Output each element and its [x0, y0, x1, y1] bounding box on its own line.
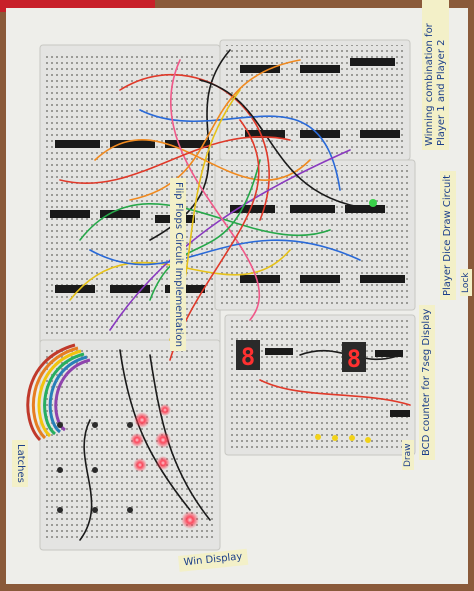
- lock-label: Lock: [460, 269, 473, 296]
- svg-text:8: 8: [347, 345, 361, 373]
- bcd-counter-label: BCD counter for 7seg Display: [419, 304, 435, 460]
- svg-text:8: 8: [241, 343, 255, 371]
- red-leds: [130, 404, 199, 529]
- seven-segment-display-right: 8: [342, 342, 366, 373]
- push-buttons: [57, 422, 133, 513]
- jumper-wires: [59, 49, 411, 541]
- ribbon-cable: [26, 343, 91, 442]
- flip-flops-label: Flip Flops Circuit Implementation: [170, 178, 186, 351]
- latches-label: Latches: [12, 440, 28, 487]
- draw-label: Draw: [402, 440, 415, 470]
- yellow-leds: [315, 434, 371, 443]
- winning-combination-label: Winning combination for Player 1 and Pla…: [422, 0, 449, 150]
- seven-segment-display-left: 8: [236, 340, 260, 371]
- dice-draw-label: Player Dice Draw Circuit: [440, 170, 456, 300]
- green-led: [369, 199, 377, 207]
